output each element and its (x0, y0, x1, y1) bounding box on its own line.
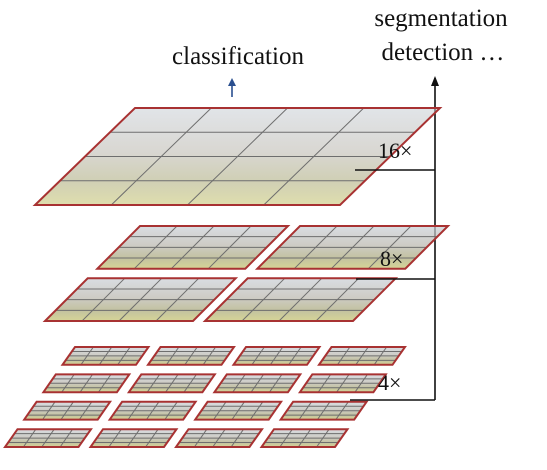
feature-patch (107, 400, 198, 421)
feature-level-8x (42, 225, 451, 322)
feature-patch (22, 400, 113, 421)
feature-patch (259, 428, 350, 448)
connector-arrowhead (431, 76, 439, 86)
scale-connector-8x: 8× (356, 246, 435, 280)
classification-label: classification (172, 43, 304, 70)
feature-patch (42, 277, 239, 322)
feature-patch (202, 277, 399, 322)
scale-label-16x: 16× (378, 138, 412, 163)
feature-patch (254, 225, 451, 270)
feature-patch (32, 107, 443, 206)
scale-label-4x: 4× (378, 370, 401, 395)
feature-patch (60, 346, 151, 366)
feature-patch (88, 428, 179, 448)
feature-patch (193, 400, 284, 421)
feature-level-16x (32, 107, 443, 206)
feature-patch (231, 346, 322, 366)
feature-patch (297, 373, 388, 394)
feature-patch (212, 373, 303, 394)
feature-patch (41, 373, 132, 394)
scale-connector-16x: 16× (355, 138, 435, 171)
feature-patch (3, 428, 93, 448)
segmentation-label: segmentation (374, 5, 508, 32)
detection-label: detection … (382, 39, 505, 66)
scale-label-8x: 8× (380, 246, 403, 271)
classification-arrow (228, 78, 236, 97)
feature-patch (126, 373, 217, 394)
feature-level-4x (3, 346, 407, 448)
feature-patch (278, 400, 369, 421)
feature-patch (146, 346, 236, 366)
feature-patch (174, 428, 264, 448)
feature-patch (94, 225, 291, 270)
feature-patch (317, 346, 407, 366)
scale-connector-4x: 4× (350, 370, 435, 401)
